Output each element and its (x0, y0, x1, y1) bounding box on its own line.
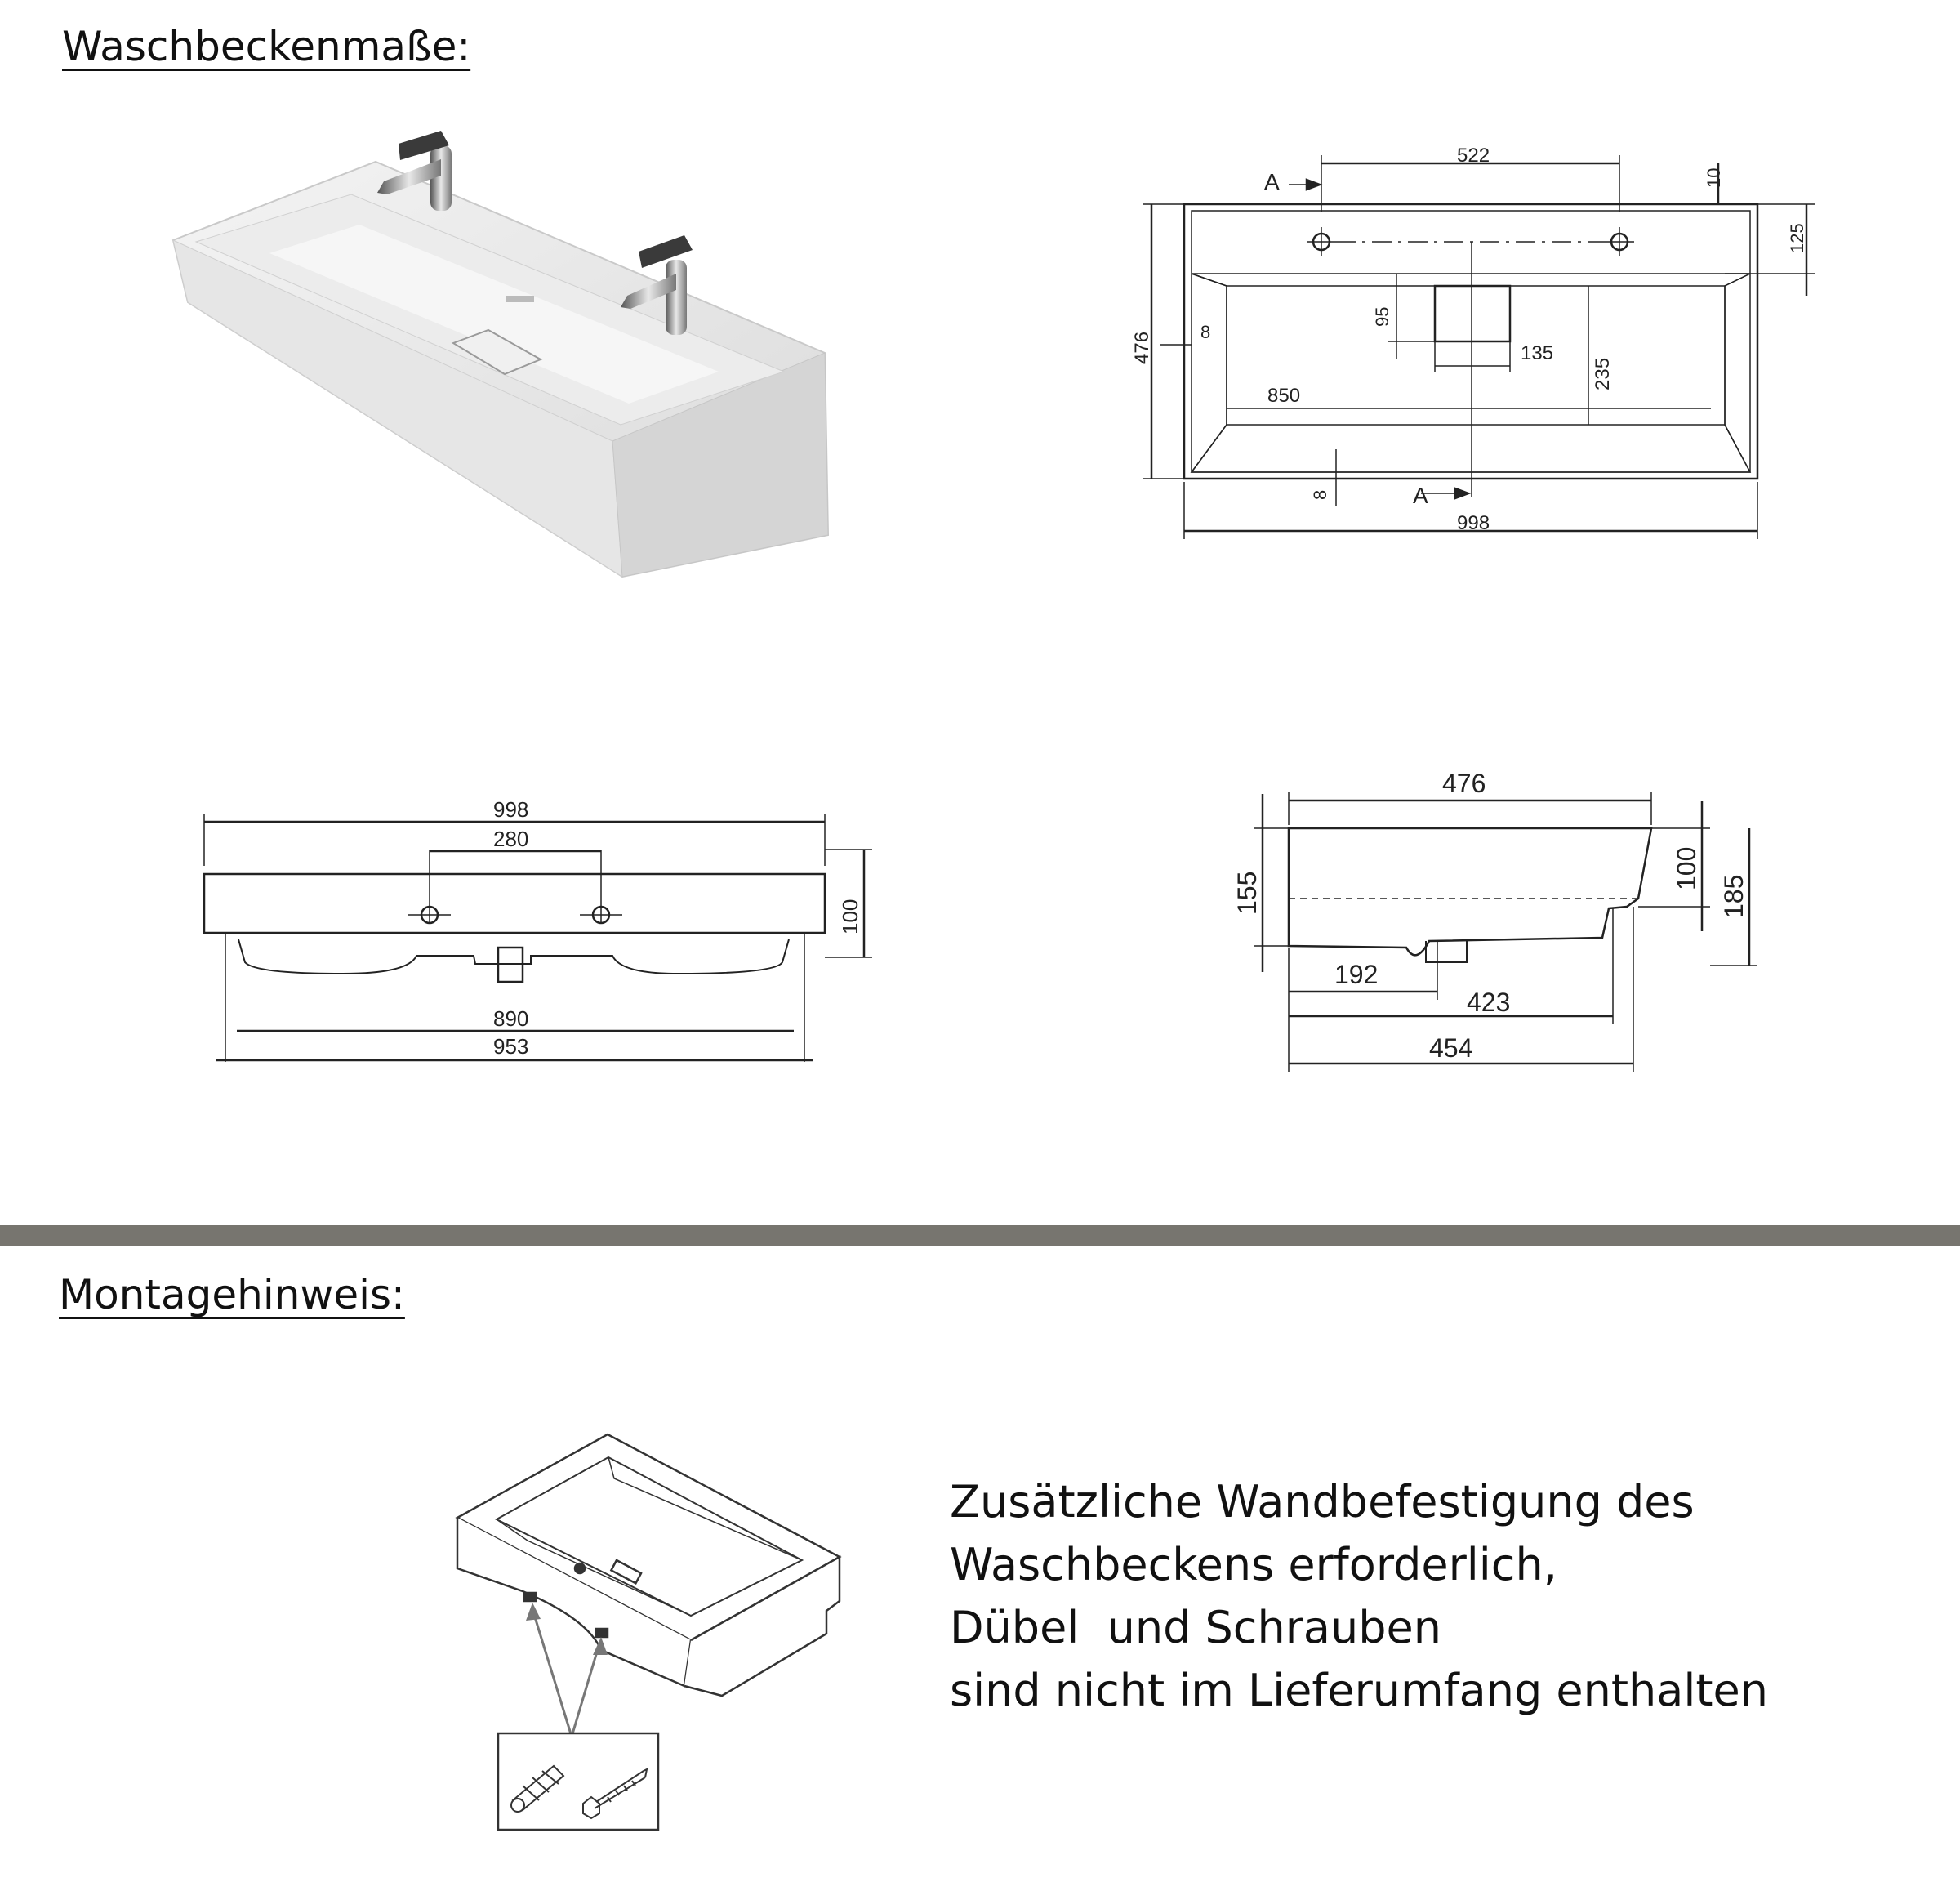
dim-top-overflow-height: 95 (1372, 307, 1392, 327)
sink-side-face (612, 352, 829, 578)
section-divider (0, 1225, 1960, 1246)
sink-basin-floor (270, 225, 719, 404)
dim-top-depth: 476 (1131, 332, 1153, 364)
tap-right (621, 235, 693, 335)
mounting-note: Zusätzliche Wandbefestigung des Waschbec… (950, 1470, 1897, 1722)
dim-top-width: 998 (1457, 512, 1490, 534)
dim-top-deck-depth: 125 (1787, 223, 1807, 253)
front-view-outline (203, 872, 826, 934)
dim-front-inner-width: 890 (493, 1006, 528, 1031)
dim-top-overflow-width: 135 (1521, 342, 1553, 364)
section-label-top: A (1264, 169, 1280, 194)
mounting-note-line: Zusätzliche Wandbefestigung des (950, 1476, 1695, 1527)
dim-side-drain-offset: 192 (1334, 960, 1378, 989)
mounting-note-line: Waschbeckens erforderlich, (950, 1539, 1557, 1590)
section-label-bottom: A (1413, 483, 1428, 508)
side-view-drain (1425, 941, 1468, 963)
side-view-outline (1287, 827, 1653, 957)
dim-side-right-height: 100 (1672, 847, 1701, 890)
section-heading-mounting: Montagehinweis: (59, 1271, 405, 1318)
mounting-note-line: sind nicht im Lieferumfang enthalten (950, 1665, 1768, 1716)
front-view-drain (497, 946, 524, 983)
dim-side-total-height: 185 (1719, 875, 1748, 918)
dim-front-bottom-width: 953 (493, 1034, 528, 1059)
dim-front-tap-spacing: 280 (493, 827, 528, 851)
dim-top-rim-side: 8 (1200, 322, 1210, 342)
dim-top-tap-spacing: 522 (1457, 145, 1490, 167)
dowel-icon (510, 1764, 565, 1813)
tap-left (377, 131, 452, 211)
dim-side-depth: 476 (1442, 769, 1486, 798)
mounting-sink-side (684, 1554, 841, 1697)
front-view-basin-bottom (238, 939, 790, 975)
dim-front-height: 100 (838, 899, 862, 934)
mounting-hole-right (595, 1627, 609, 1639)
drain-cover (451, 328, 543, 376)
section-heading-dimensions: Waschbeckenmaße: (62, 23, 471, 70)
dim-top-basin-depth: 235 (1592, 358, 1614, 390)
dim-top-hole-edge: 10 (1704, 168, 1724, 188)
mounting-note-line: Dübel und Schrauben (950, 1602, 1441, 1653)
dim-side-bottom-depth: 423 (1467, 988, 1510, 1017)
mounting-hardware-box (497, 1732, 660, 1831)
dim-side-left-height: 155 (1232, 872, 1262, 915)
top-view-outline (1183, 203, 1759, 480)
dim-side-base-depth: 454 (1429, 1033, 1472, 1063)
dim-top-basin-length: 850 (1267, 385, 1300, 407)
dim-top-rim-front: 8 (1310, 490, 1330, 500)
screw-icon (582, 1768, 648, 1820)
dim-front-width: 998 (493, 797, 528, 822)
overflow-slot-outline (1433, 284, 1512, 343)
overflow-slot (506, 296, 534, 302)
mounting-hole-left (523, 1591, 537, 1603)
